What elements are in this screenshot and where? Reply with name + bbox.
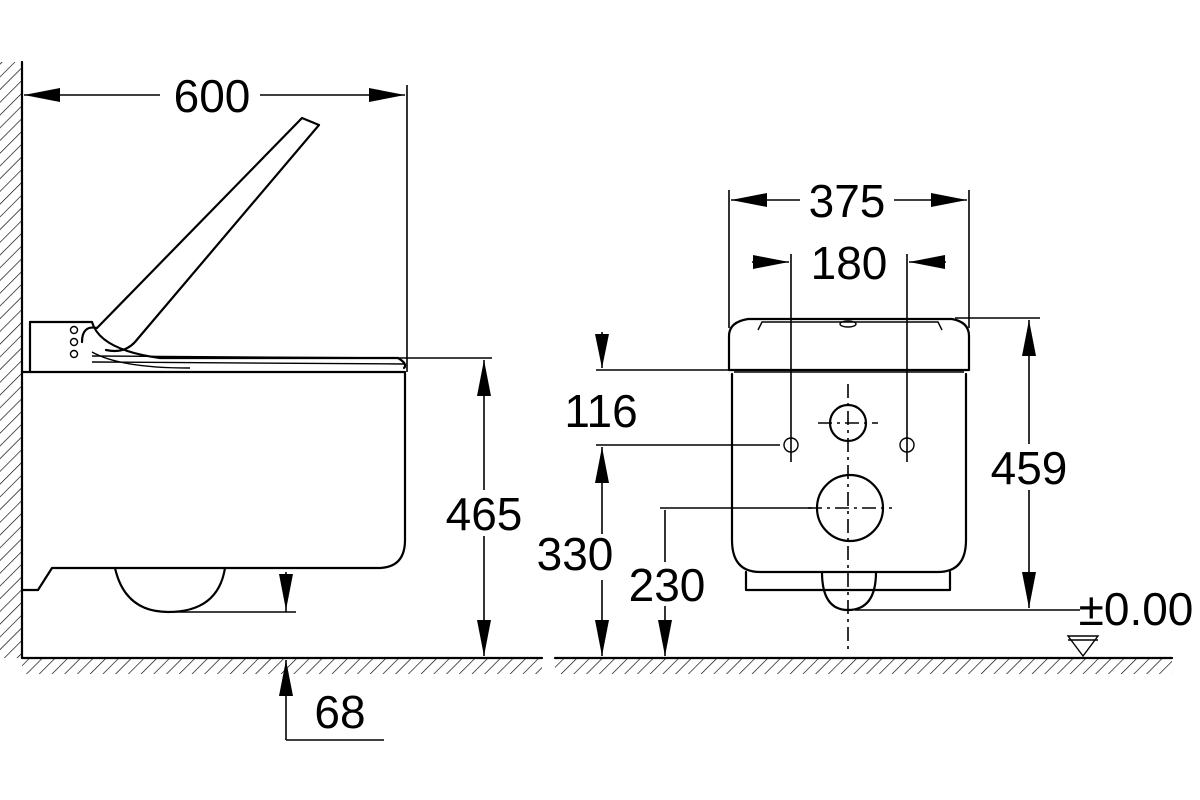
floor-level-mark: ±0.00 [1066,583,1194,658]
dim-230-label: 230 [629,559,706,611]
centerlines [808,384,892,652]
dim-600-label: 600 [174,70,251,122]
front-view-toilet [727,317,971,612]
dimension-330: 330 [537,447,614,656]
dim-375-label: 375 [809,175,886,227]
dimension-375: 375 [728,175,970,328]
wall [0,60,24,660]
dimension-230: 230 [629,507,812,656]
dimension-180: 180 [752,237,946,462]
floor-left [20,656,544,674]
dimension-600: 600 [24,70,408,372]
dim-116-label: 116 [564,385,637,437]
side-view-toilet [20,116,407,614]
floor-level-label: ±0.00 [1079,583,1194,635]
floor-right [553,656,1174,674]
dimension-465: 465 [405,357,523,656]
dim-330-label: 330 [537,528,614,580]
dim-459-label: 459 [991,442,1068,494]
dimension-68: 68 [165,572,384,741]
dim-465-label: 465 [446,488,523,540]
dimension-116: 116 [564,332,780,446]
dim-180-label: 180 [811,237,888,289]
dimension-459: 459 [855,317,1080,611]
dim-68-label: 68 [314,686,365,738]
